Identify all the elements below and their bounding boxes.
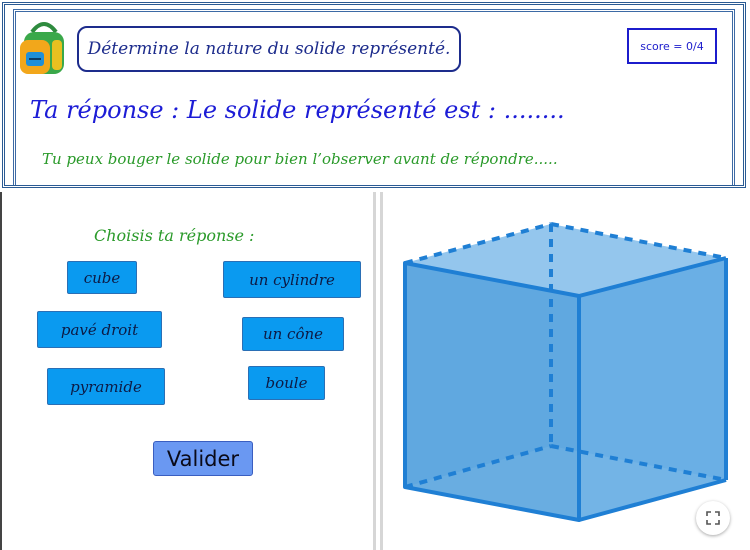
cube-hidden-edges: [404, 222, 727, 489]
choose-answer-label: Choisis ta réponse :: [94, 226, 255, 245]
answer-line: Ta réponse : Le solide représenté est : …: [30, 96, 565, 124]
question-box: Détermine la nature du solide représenté…: [77, 26, 461, 72]
cube-visible-edges: [403, 256, 728, 522]
cube-front-left-face: [405, 263, 579, 520]
backpack-icon: [20, 22, 64, 74]
choice-button-cylindre[interactable]: un cylindre: [223, 261, 361, 298]
fullscreen-button[interactable]: [696, 501, 730, 535]
score-display: score = 0/4: [627, 28, 717, 64]
header-panel: [2, 2, 746, 188]
fullscreen-icon: [706, 511, 720, 525]
choice-button-pave-droit[interactable]: pavé droit: [37, 311, 162, 348]
choice-button-pyramide[interactable]: pyramide: [47, 368, 165, 405]
cube-front-right-face: [579, 258, 726, 520]
submit-button[interactable]: Valider: [153, 441, 253, 476]
hint-text: Tu peux bouger le solide pour bien l’obs…: [42, 150, 558, 168]
choice-button-cube[interactable]: cube: [67, 261, 137, 294]
choice-button-cone[interactable]: un cône: [242, 317, 344, 351]
choice-button-boule[interactable]: boule: [248, 366, 325, 400]
header-inner-frame: [13, 9, 735, 185]
cube-3d-view[interactable]: [380, 192, 750, 550]
